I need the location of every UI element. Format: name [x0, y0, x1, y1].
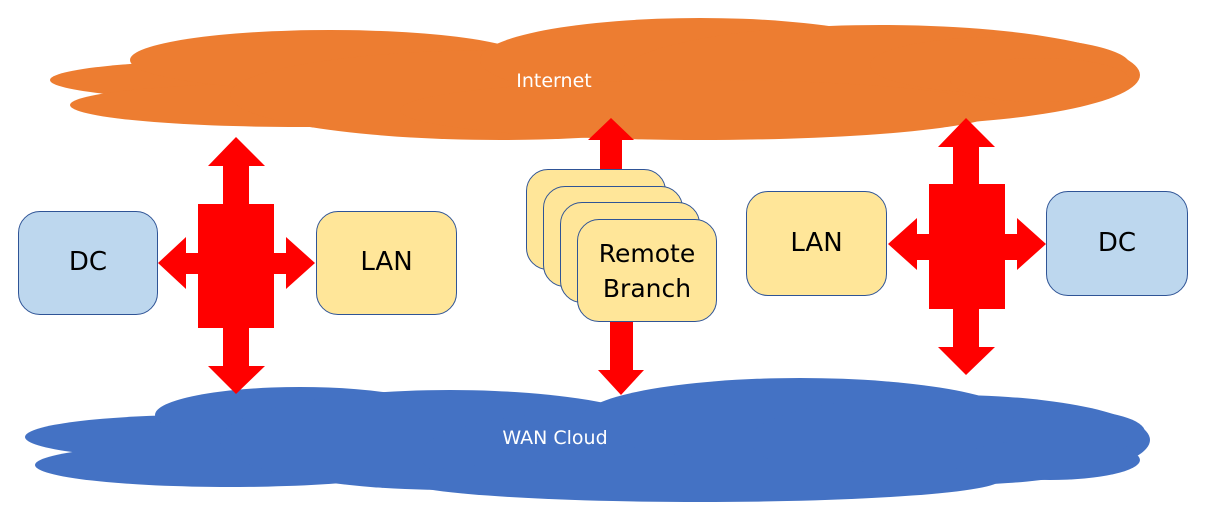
remote-branch-label-line1: Remote [598, 238, 696, 268]
branch-down-arrow [598, 322, 644, 395]
internet-label: Internet [516, 70, 591, 92]
internet-cloud: Internet [50, 18, 1140, 140]
wan-cloud: WAN Cloud [25, 378, 1150, 502]
left-lan-box: LAN [316, 211, 457, 315]
right-dc-box: DC [1046, 191, 1188, 296]
right-quad-arrow [888, 118, 1046, 375]
left-lan-label: LAN [360, 247, 413, 278]
left-dc-box: DC [18, 211, 158, 315]
right-dc-label: DC [1097, 227, 1137, 258]
remote-branch-card-front: Remote Branch [577, 219, 717, 322]
right-lan-label: LAN [790, 227, 843, 258]
left-dc-label: DC [68, 247, 108, 278]
right-lan-box: LAN [746, 191, 887, 296]
left-quad-arrow [158, 137, 315, 394]
branch-up-arrow [588, 118, 634, 172]
wan-label: WAN Cloud [502, 427, 607, 449]
remote-branch-label-line2: Branch [602, 273, 692, 303]
